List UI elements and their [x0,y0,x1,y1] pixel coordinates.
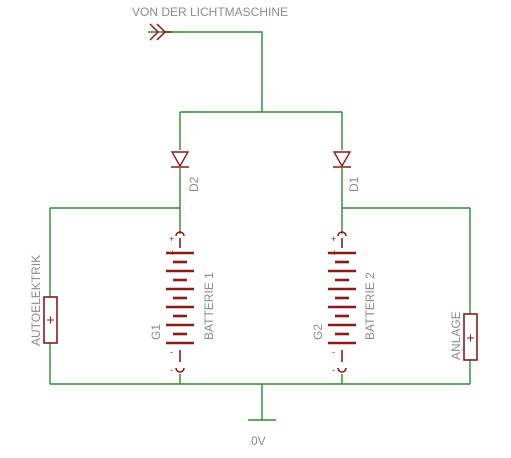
svg-text:+: + [169,234,174,244]
svg-text:-: - [170,347,173,357]
battery-1: + + - - [166,231,194,375]
svg-text:-: - [170,365,173,375]
battery-2: + + - - [328,231,356,375]
wires [49,31,471,421]
ground-label: 0V [251,434,266,448]
load-anlage-label: ANLAGE [449,311,463,360]
battery-2-name: BATTERIE 2 [363,272,377,340]
diode-d2 [170,151,190,168]
diode-d1 [332,151,352,168]
battery-2-designator: G2 [311,324,325,340]
battery-1-name: BATTERIE 1 [202,272,216,340]
wire-alternator-feed [148,31,263,112]
diode-d2-label: D2 [187,176,201,192]
svg-text:-: - [332,365,335,375]
svg-text:-: - [332,347,335,357]
battery-1-designator: G1 [149,324,163,340]
load-autoelektrik [43,296,58,344]
input-label: VON DER LICHTMASCHINE [132,5,288,19]
input-arrow-icon [149,23,172,41]
load-anlage [463,313,478,361]
svg-text:+: + [331,234,336,244]
diode-d1-label: D1 [347,176,361,192]
load-autoelektrik-label: AUTOELEKTRIK [29,255,43,346]
